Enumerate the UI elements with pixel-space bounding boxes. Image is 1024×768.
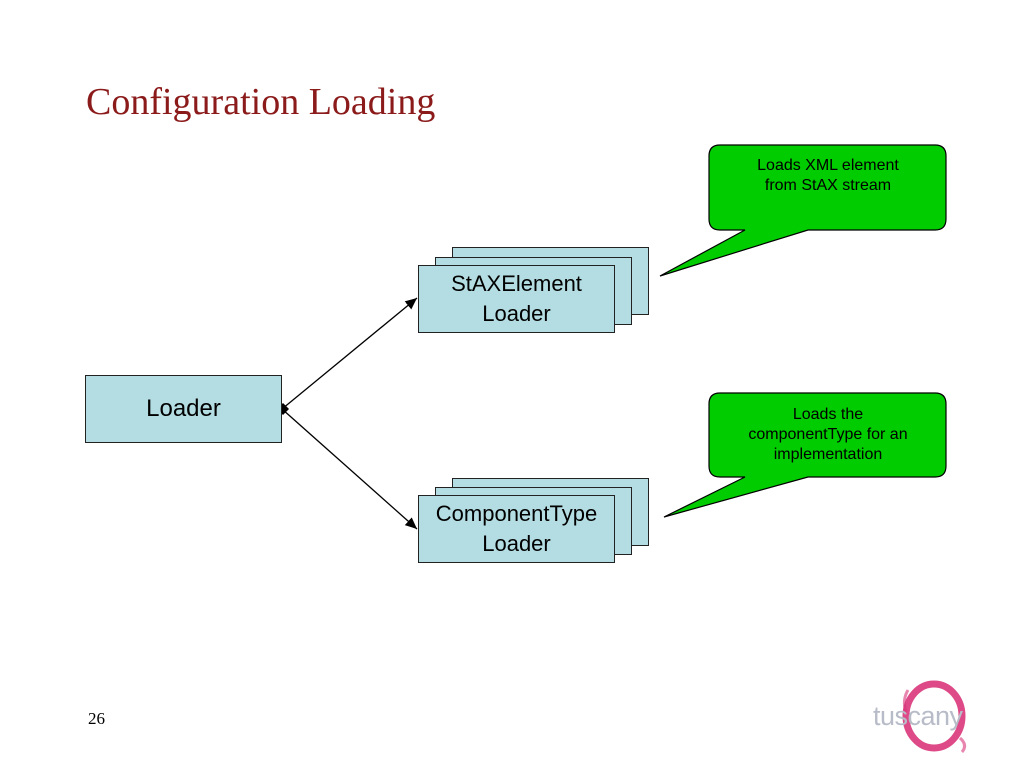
slide-title: Configuration Loading — [86, 81, 436, 123]
callout-bubble-stax — [659, 144, 947, 277]
tuscany-logo-text: tuscany — [873, 701, 963, 731]
stax-element-loader-label: StAXElement Loader — [451, 271, 582, 326]
arrow-to-stax-loader — [281, 297, 418, 410]
callout-bubble-componenttype — [663, 392, 947, 518]
slide-number: 26 — [88, 709, 105, 728]
componenttype-loader-label: ComponentType Loader — [435, 501, 598, 556]
loader-box: Loader — [85, 375, 282, 443]
arrow-to-componenttype-loader — [281, 408, 418, 530]
componenttype-loader-box: ComponentType Loader — [418, 495, 615, 563]
callout-stax-text: Loads XML element from StAX stream — [757, 157, 899, 194]
callout-componenttype-text: Loads the componentType for an implement… — [748, 406, 908, 463]
stax-element-loader-box: StAXElement Loader — [418, 265, 615, 333]
loader-label: Loader — [146, 395, 221, 422]
tuscany-logo-icon — [902, 680, 967, 753]
